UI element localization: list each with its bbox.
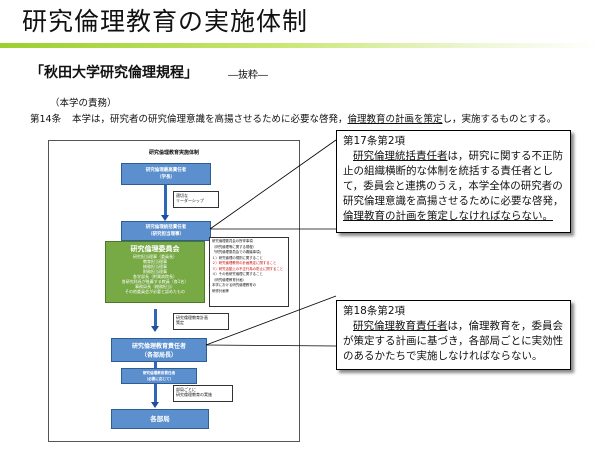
box-education-officer-line2: （各部局長） — [140, 352, 177, 359]
note-leadership-line2: リーダーシップ — [176, 198, 204, 203]
callout-body-underlined: 研究倫理教育責任者 — [353, 320, 448, 332]
box-assistant-officer-line1: 研究倫理教育責任者 — [142, 371, 176, 375]
note-implementation: 部局ごとに 研究倫理教育の実施 — [173, 385, 233, 402]
box-assistant-officer-line2: （必要に応じて） — [144, 376, 174, 381]
title-underline — [0, 43, 600, 48]
box-departments: 各部局 — [111, 409, 209, 429]
callout-article-17: 第17条第2項 研究倫理統括責任者は，研究に関する不正防止の組織横断的な体制を統… — [336, 130, 571, 233]
committee-member: 財務担当理事 — [143, 269, 167, 274]
side-note-line: ２）研究倫理教育の計画策定に関すること — [212, 261, 277, 265]
committee-side-note: 研究倫理委員会の所掌事項 （研究倫理等に関する規程） 「研究倫理委員会での審議事… — [209, 237, 289, 307]
side-note-line: 本学における研究倫理教育の — [212, 283, 257, 287]
org-diagram: 研究倫理教育実施体制 研究倫理最高責任者 （学長） 適切な リーダーシップ 研究… — [48, 140, 300, 442]
committee-title: 研究倫理委員会 — [130, 245, 180, 253]
side-note-line: （研究倫理等に関する規程） — [212, 244, 257, 249]
committee-member: その他委員会が必要と認めたもの — [125, 289, 185, 294]
article-text-underlined: 倫理教育の計画を策定 — [347, 114, 443, 125]
source-subtitle: ―抜粋― — [228, 70, 268, 81]
arrow-down-icon — [151, 402, 159, 408]
callout-body-text: は，倫理教育を，委員会が策定する計画に基づき，各部局ごとに実効性のあるかたちで実… — [343, 320, 564, 362]
note-leadership-line1: 適切な — [176, 193, 188, 198]
connector-line — [205, 295, 337, 346]
committee-member: 事務局長（総務担当） — [135, 284, 175, 289]
callout-body-text: は，研究に関する不正防止の組織横断的な体制を統括する責任者として，委員会と連携の… — [343, 150, 564, 207]
side-note-line: 研修計画等 — [212, 288, 229, 293]
note-implementation-line1: 部局ごとに — [176, 387, 196, 392]
note-plan-line1: 研究倫理教育計画 — [176, 315, 208, 320]
committee-box: 研究倫理委員会 研究担当理事（委員長） 教育担当理事 総務担当理事 財務担当理事… — [105, 241, 205, 303]
article-label: （本学の責務） — [50, 98, 117, 109]
box-general-officer-line2: （研究担当理事） — [148, 232, 184, 237]
connector-line — [205, 344, 337, 347]
side-note-line: １）研究倫理の規則に関すること — [212, 255, 263, 260]
article-text-pre: 本学は，研究者の研究倫理意識を高揚させるために必要な啓発， — [72, 114, 348, 125]
slide-title: 研究倫理教育の実施体制 — [22, 7, 309, 36]
note-leadership: 適切な リーダーシップ — [173, 191, 219, 208]
committee-member: 各学部長（附属病院長） — [133, 274, 177, 279]
callout-body-underlined-end: 倫理教育の計画を策定しなければならない。 — [343, 210, 553, 222]
callout-heading: 第17条第2項 — [343, 135, 406, 147]
box-chief-officer-line1: 研究倫理最高責任者 — [145, 168, 187, 173]
committee-member: 教育担当理事 — [143, 259, 167, 264]
arrow-down-icon — [161, 215, 169, 221]
note-implementation-line2: 研究倫理教育の実施 — [176, 392, 212, 397]
connector-line — [209, 139, 337, 230]
connector-line — [164, 185, 167, 215]
box-general-officer: 研究倫理統括責任者 （研究担当理事） — [121, 221, 211, 241]
source-title: 「秋田大学研究倫理規程」 — [30, 65, 198, 81]
side-note-line: （研究倫理教育計画） — [212, 277, 246, 282]
diagram-title: 研究倫理教育実施体制 — [148, 150, 199, 156]
committee-member: 総務担当理事 — [143, 264, 167, 269]
article-number: 第14条 — [30, 114, 62, 125]
article-text-post: し，実施するものとする。 — [442, 114, 557, 125]
box-education-officer: 研究倫理教育責任者 （各部局長） — [111, 338, 207, 362]
note-plan: 研究倫理教育計画 策定 — [173, 313, 229, 330]
box-chief-officer: 研究倫理最高責任者 （学長） — [121, 163, 211, 185]
box-chief-officer-line2: （学長） — [157, 175, 175, 180]
box-education-officer-line1: 研究倫理教育責任者 — [131, 343, 186, 350]
side-note-line: ３）研究活動上の不正行為の防止に関すること — [212, 266, 284, 271]
callout-heading: 第18条第2項 — [343, 305, 406, 317]
side-note-line: 研究倫理委員会の所掌事項 — [212, 239, 253, 243]
box-assistant-officer: 研究倫理教育責任者 （必要に応じて） — [121, 368, 197, 384]
callout-body: 研究倫理教育責任者は，倫理教育を，委員会が策定する計画に基づき，各部局ごとに実効… — [343, 319, 564, 364]
connector-line — [154, 384, 157, 403]
note-plan-line2: 策定 — [176, 320, 184, 325]
connector-line — [154, 362, 157, 368]
callout-body-underlined: 研究倫理統括責任者 — [353, 150, 448, 162]
committee-member: 研究担当理事（委員長） — [133, 254, 177, 259]
committee-member: 各研究科長が推薦する教員（各1名） — [121, 279, 189, 284]
callout-article-18: 第18条第2項 研究倫理教育責任者は，倫理教育を，委員会が策定する計画に基づき，… — [336, 300, 571, 370]
box-general-officer-line1: 研究倫理統括責任者 — [145, 225, 187, 230]
callout-body: 研究倫理統括責任者は，研究に関する不正防止の組織横断的な体制を統括する責任者とし… — [343, 149, 564, 224]
side-note-line: 「研究倫理委員会での審議事項」 — [212, 250, 263, 254]
arrow-down-icon — [151, 326, 159, 332]
article-text: 本学は，研究者の研究倫理意識を高揚させるために必要な啓発，倫理教育の計画を策定し… — [72, 111, 556, 125]
connector-line — [154, 309, 157, 327]
side-note-line: ４）その他研究倫理に関すること — [212, 272, 263, 276]
